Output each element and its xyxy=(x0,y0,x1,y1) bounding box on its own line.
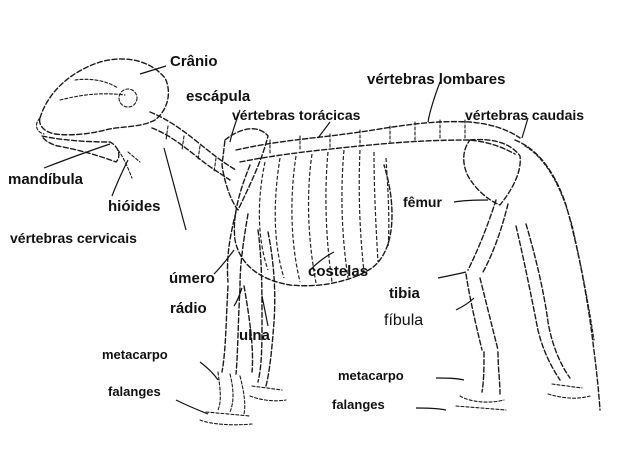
skull xyxy=(37,59,169,135)
label-umero: úmero xyxy=(169,271,215,286)
front-leg xyxy=(200,212,253,425)
label-falanges-front: falanges xyxy=(108,385,161,398)
label-cranio: Crânio xyxy=(170,54,218,69)
label-escapula: escápula xyxy=(186,89,250,104)
hind-leg-far xyxy=(516,224,590,398)
label-metacarpo-front: metacarpo xyxy=(102,348,168,361)
label-femur: fêmur xyxy=(403,195,442,209)
caudal-vertebrae xyxy=(515,140,600,410)
hind-leg xyxy=(456,200,508,410)
spine xyxy=(236,122,520,150)
label-metacarpo-hind: metacarpo xyxy=(338,369,404,382)
mandible xyxy=(42,136,119,162)
label-vertebras-cervicais: vértebras cervicais xyxy=(10,231,137,245)
label-hioides: hióides xyxy=(108,199,161,214)
scapula xyxy=(222,129,268,210)
label-ulna: ulna xyxy=(239,328,270,343)
label-costelas: costelas xyxy=(308,264,368,279)
label-vertebras-lombares: vértebras lombares xyxy=(367,72,505,87)
cervical-vertebrae xyxy=(150,112,236,180)
label-mandibula: mandíbula xyxy=(8,172,83,187)
label-fibula: fíbula xyxy=(384,313,423,329)
label-falanges-hind: falanges xyxy=(332,398,385,411)
label-vertebras-caudais: vértebras caudais xyxy=(465,108,584,122)
label-vertebras-toracicas: vértebras torácicas xyxy=(232,108,360,122)
pelvis xyxy=(464,140,521,205)
label-radio: rádio xyxy=(170,301,207,316)
front-leg-far xyxy=(250,230,286,401)
label-tibia: tibia xyxy=(389,286,420,301)
